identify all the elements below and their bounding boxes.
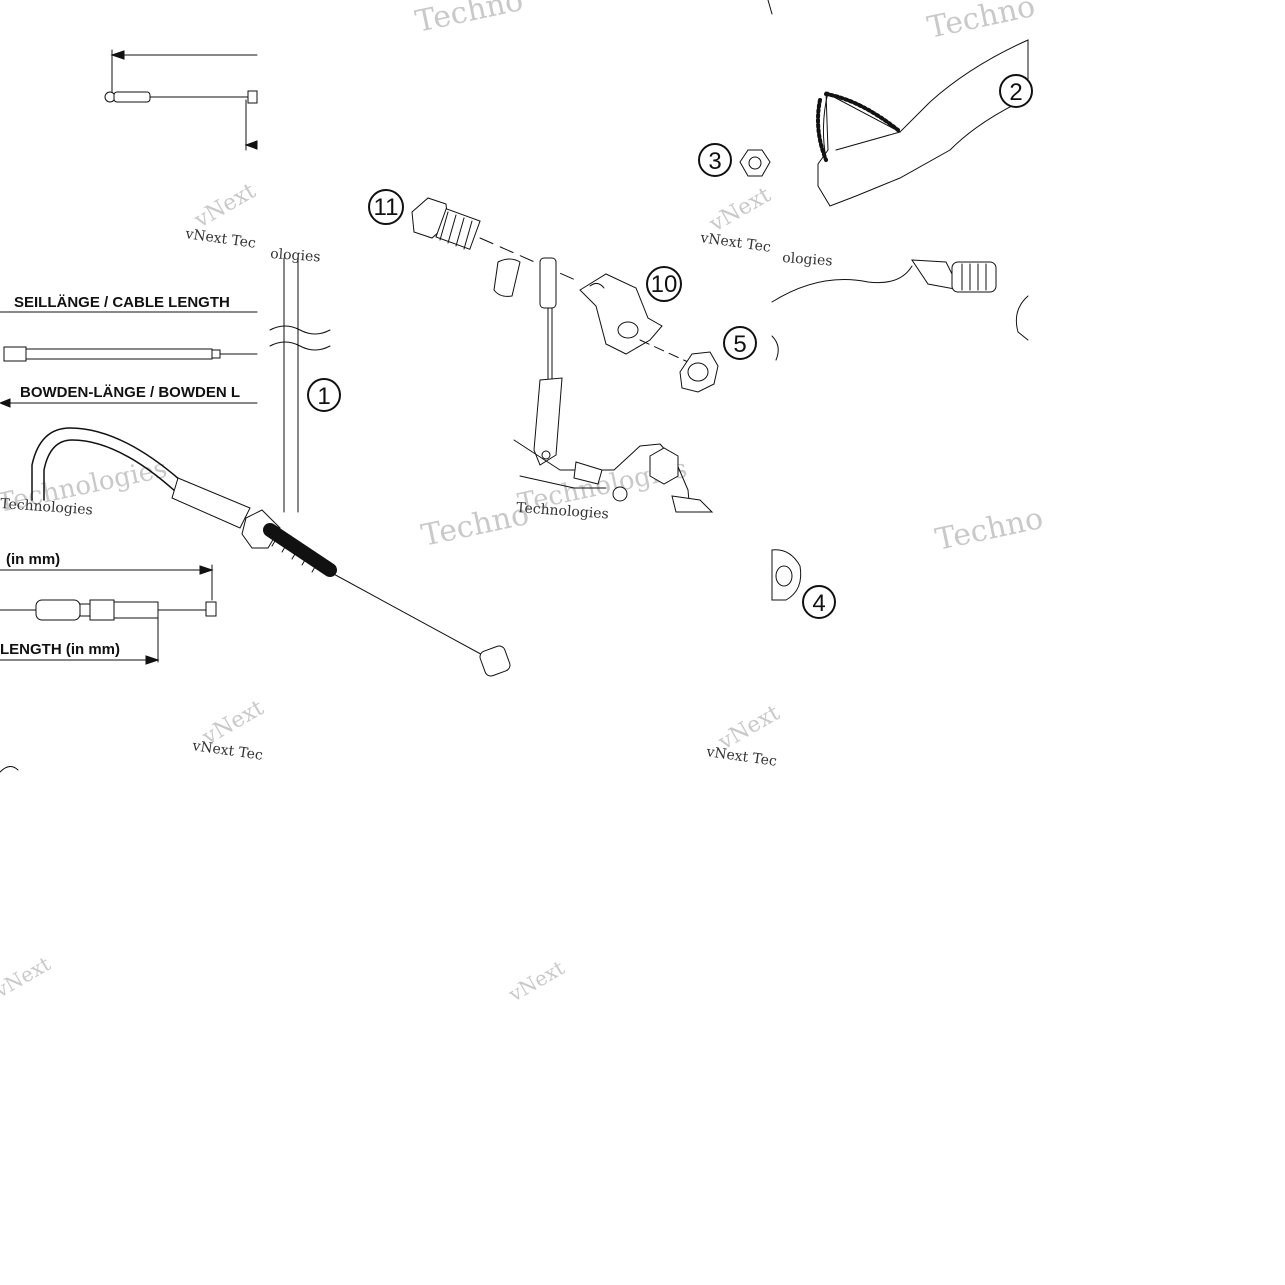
watermark-ologies: ologies (782, 250, 833, 269)
part-3-nut (739, 149, 771, 177)
cable-dimension-top (104, 49, 258, 151)
watermark-vnext: vNext (714, 700, 785, 755)
callout-2-text: 2 (1009, 79, 1022, 106)
callout-2: 2 (999, 74, 1033, 108)
callout-3-text: 3 (708, 148, 721, 175)
callout-1-text: 1 (317, 383, 330, 410)
callout-10: 10 (646, 266, 682, 302)
callout-1: 1 (307, 378, 341, 412)
bowden-length-label: BOWDEN-LÄNGE / BOWDEN L (20, 384, 240, 401)
cable-length-label: SEILLÄNGE / CABLE LENGTH (14, 294, 230, 311)
callouts: 1 2 3 4 5 10 11 (307, 74, 1033, 619)
callout-11: 11 (368, 189, 404, 225)
callout-11-text: 11 (374, 194, 399, 221)
watermark-vnext: vNext (0, 952, 54, 1003)
stray-marks (0, 766, 19, 773)
callout-4-text: 4 (812, 590, 825, 617)
linkage-arm (513, 439, 714, 513)
in-mm-label: (in mm) (6, 551, 60, 568)
part-10-bracket (579, 273, 663, 355)
callout-4: 4 (802, 585, 836, 619)
watermark-techno: Techno (418, 497, 532, 554)
watermark-techno: Techno (412, 0, 526, 40)
watermark-vnext: vNext (190, 178, 261, 233)
clevis-linkage (493, 257, 563, 466)
part-1-cable (269, 257, 331, 513)
watermark-vnext: vNext (198, 695, 269, 750)
watermark-vnext-tech: vNext Tec (183, 226, 256, 252)
cable-length-section: SEILLÄNGE / CABLE LENGTH BOWDEN-LÄNGE / … (0, 294, 258, 408)
watermark-vnext-tech: vNext Tec (704, 744, 777, 770)
pivot-bolt (771, 259, 1029, 361)
part-11-bolt (411, 197, 581, 283)
watermark-technologies: Technologies (516, 500, 610, 522)
watermark-ologies: ologies (270, 246, 321, 265)
cable-dimension-bottom: (in mm) LENGTH (in mm) (0, 551, 217, 665)
bowden-cable-assembly (31, 427, 511, 677)
callout-10-text: 10 (651, 271, 678, 298)
part-2-brake-pedal (767, 0, 1029, 207)
watermark-vnext: vNext (705, 182, 776, 237)
watermark-techno: Techno (924, 0, 1038, 46)
length-in-mm-label: LENGTH (in mm) (0, 641, 120, 658)
part-5-washer (639, 339, 719, 393)
callout-3: 3 (698, 143, 732, 177)
callout-5: 5 (723, 326, 757, 360)
watermark-vnext-tech: vNext Tec (190, 738, 263, 764)
watermark-vnext-tech: vNext Tec (698, 230, 771, 256)
callout-5-text: 5 (733, 331, 746, 358)
watermark-vnext: vNext (504, 956, 569, 1007)
watermark-techno: Techno (932, 501, 1046, 558)
part-4-nut (771, 549, 802, 601)
watermark-technologies: Technologies (0, 496, 93, 518)
